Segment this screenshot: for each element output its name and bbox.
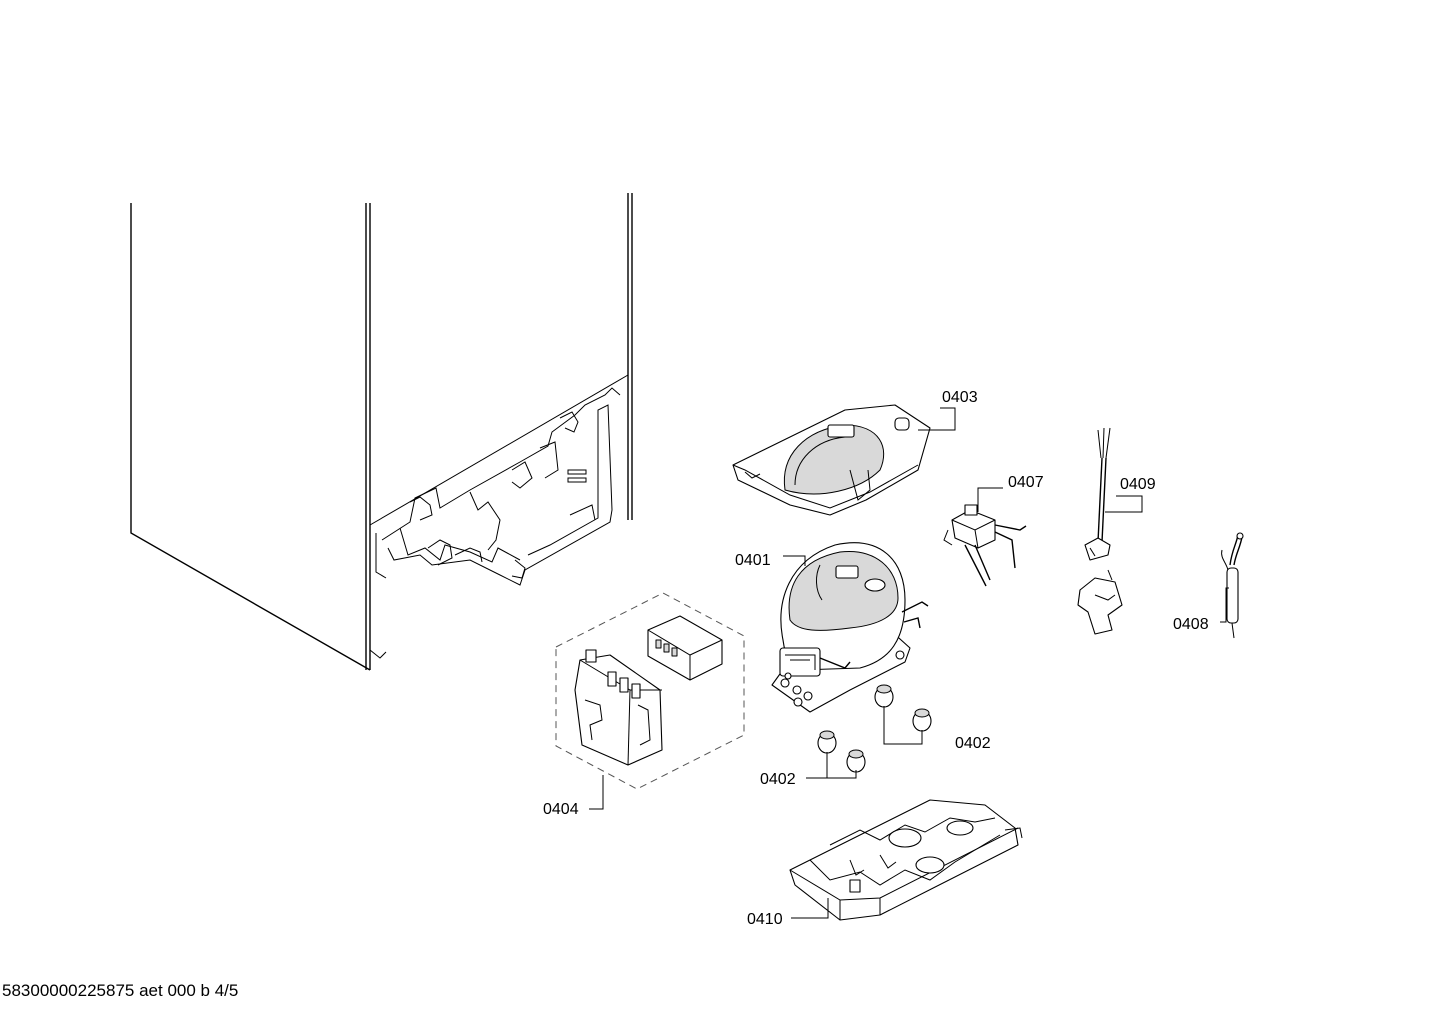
callout-0409: 0409 bbox=[1120, 476, 1156, 493]
callout-0401: 0401 bbox=[735, 552, 771, 569]
grommet bbox=[817, 730, 837, 754]
part-0407-relay bbox=[943, 504, 1027, 587]
part-0401-compressor bbox=[771, 542, 929, 713]
callout-0402: 0402 bbox=[955, 735, 991, 752]
callout-0404: 0404 bbox=[543, 801, 579, 818]
cabinet-illustration bbox=[130, 193, 633, 671]
part-0409-power-cord bbox=[1077, 427, 1123, 635]
part-0410-base-tray bbox=[789, 799, 1023, 921]
callout-0402: 0402 bbox=[760, 771, 796, 788]
grommet bbox=[912, 708, 932, 732]
part-0408-sensor bbox=[1221, 532, 1244, 639]
document-reference: 58300000225875 aet 000 b 4/5 bbox=[2, 981, 239, 1000]
compressor-bay bbox=[381, 387, 621, 586]
part-0404-electronics bbox=[555, 592, 745, 790]
grommet bbox=[874, 684, 894, 708]
part-0402-grommets bbox=[817, 684, 932, 773]
callout-0403: 0403 bbox=[942, 389, 978, 406]
leader-lines bbox=[589, 407, 1229, 919]
grommet bbox=[846, 749, 866, 773]
callout-0407: 0407 bbox=[1008, 474, 1044, 491]
part-0403-cover bbox=[732, 404, 931, 516]
callout-labels: 0401 0402 0402 0403 0404 0407 0408 0409 … bbox=[543, 389, 1209, 928]
callout-0410: 0410 bbox=[747, 911, 783, 928]
callout-0408: 0408 bbox=[1173, 616, 1209, 633]
